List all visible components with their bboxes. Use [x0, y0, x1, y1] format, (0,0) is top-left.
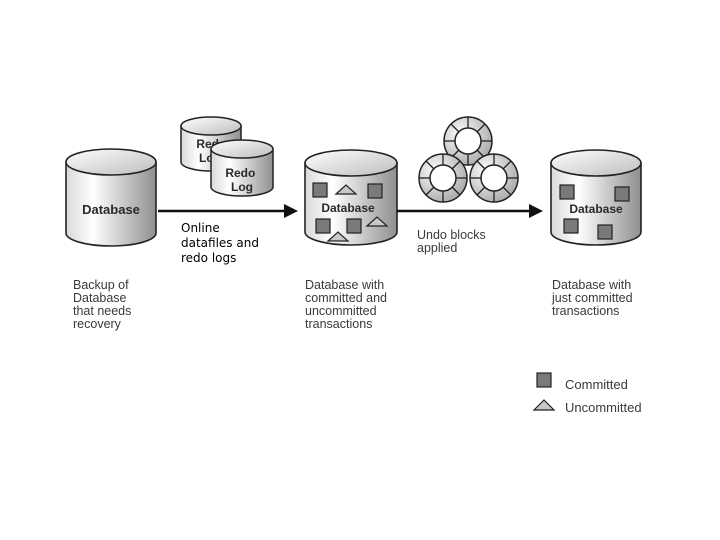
- committed-square: [614, 186, 630, 202]
- committed-square: [346, 218, 362, 234]
- legend-uncommitted-label: Uncommitted: [565, 400, 642, 415]
- committed-square: [367, 183, 383, 199]
- arrow-redo-to-mixed: [158, 204, 298, 218]
- redo-log-front-label: Redo Log: [225, 166, 258, 194]
- arrow-mixed-to-committed: [397, 204, 543, 218]
- backup-database-label: Database: [82, 202, 140, 217]
- committed-database-cylinder: Database: [550, 149, 642, 246]
- undo-ring-top: [443, 116, 493, 166]
- mixed-database-label: Database: [321, 201, 375, 215]
- uncommitted-triangle: [365, 216, 389, 227]
- undo-blocks-icon: [418, 116, 519, 203]
- redo-log-front-line1: Redo: [225, 166, 255, 180]
- online-datafiles-label: Online datafiles and redo logs: [181, 221, 259, 265]
- backup-caption: Backup of Database that needs recovery: [73, 278, 132, 331]
- committed-square: [559, 184, 575, 200]
- legend-committed-label: Committed: [565, 377, 628, 392]
- redo-log-front-line2: Log: [231, 180, 253, 194]
- mixed-database-cylinder: Database: [304, 149, 398, 246]
- redo-log-front-cylinder: Redo Log: [210, 139, 274, 197]
- legend-committed-square: [536, 372, 552, 388]
- undo-ring-right: [469, 153, 519, 203]
- committed-square: [597, 224, 613, 240]
- committed-square: [563, 218, 579, 234]
- uncommitted-triangle: [326, 231, 350, 242]
- undo-ring-left: [418, 153, 468, 203]
- committed-square: [315, 218, 331, 234]
- undo-blocks-label: Undo blocks applied: [417, 228, 486, 255]
- committed-caption: Database with just committed transaction…: [552, 278, 633, 318]
- committed-database-label: Database: [569, 202, 623, 216]
- backup-database-cylinder: Database: [65, 148, 157, 247]
- committed-square: [312, 182, 328, 198]
- uncommitted-triangle: [334, 184, 358, 195]
- legend-uncommitted-triangle: [532, 399, 556, 411]
- mixed-caption: Database with committed and uncommitted …: [305, 278, 387, 331]
